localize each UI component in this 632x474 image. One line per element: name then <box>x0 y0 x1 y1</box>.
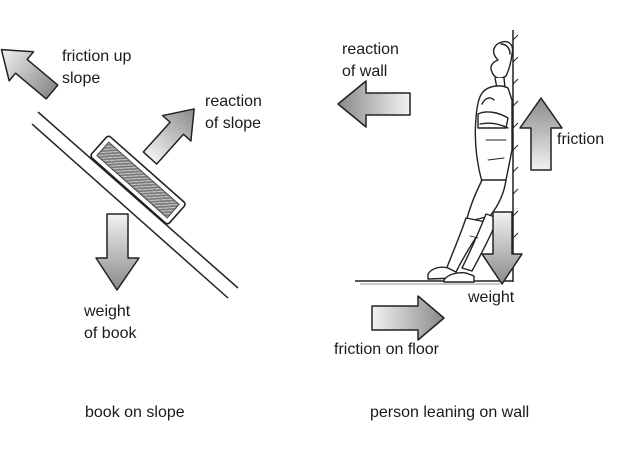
reaction-of-wall-label-line2: of wall <box>342 63 388 80</box>
person-weight-arrow <box>481 211 523 285</box>
friction-up-slope-arrow <box>0 48 59 100</box>
reaction-of-slope-label-line2: of slope <box>205 115 262 132</box>
weight-of-book-label-line1: weight <box>84 303 131 320</box>
floor-friction-arrow <box>371 295 445 341</box>
person-figure <box>427 40 514 283</box>
reaction-of-slope-arrow <box>142 108 195 165</box>
weight-of-book-label-line2: of book <box>84 325 137 342</box>
wall-friction-arrow <box>519 97 563 171</box>
floor-friction-label: friction on floor <box>334 341 439 358</box>
person-leaning-caption: person leaning on wall <box>370 404 530 421</box>
floor <box>355 280 513 285</box>
reaction-of-slope-label-line1: reaction <box>205 93 262 110</box>
friction-up-slope-label-line1: friction up <box>62 48 132 65</box>
slope-surface <box>31 111 239 299</box>
reaction-of-wall-arrow <box>337 80 411 128</box>
person-weight-label: weight <box>468 289 515 306</box>
book <box>90 135 186 225</box>
friction-up-slope-label-line2: slope <box>62 70 101 87</box>
reaction-of-wall-label-line1: reaction <box>342 41 399 58</box>
book-on-slope-caption: book on slope <box>85 404 185 421</box>
wall <box>512 30 519 282</box>
wall-friction-label: friction <box>557 131 605 148</box>
weight-of-book-arrow <box>95 213 140 291</box>
